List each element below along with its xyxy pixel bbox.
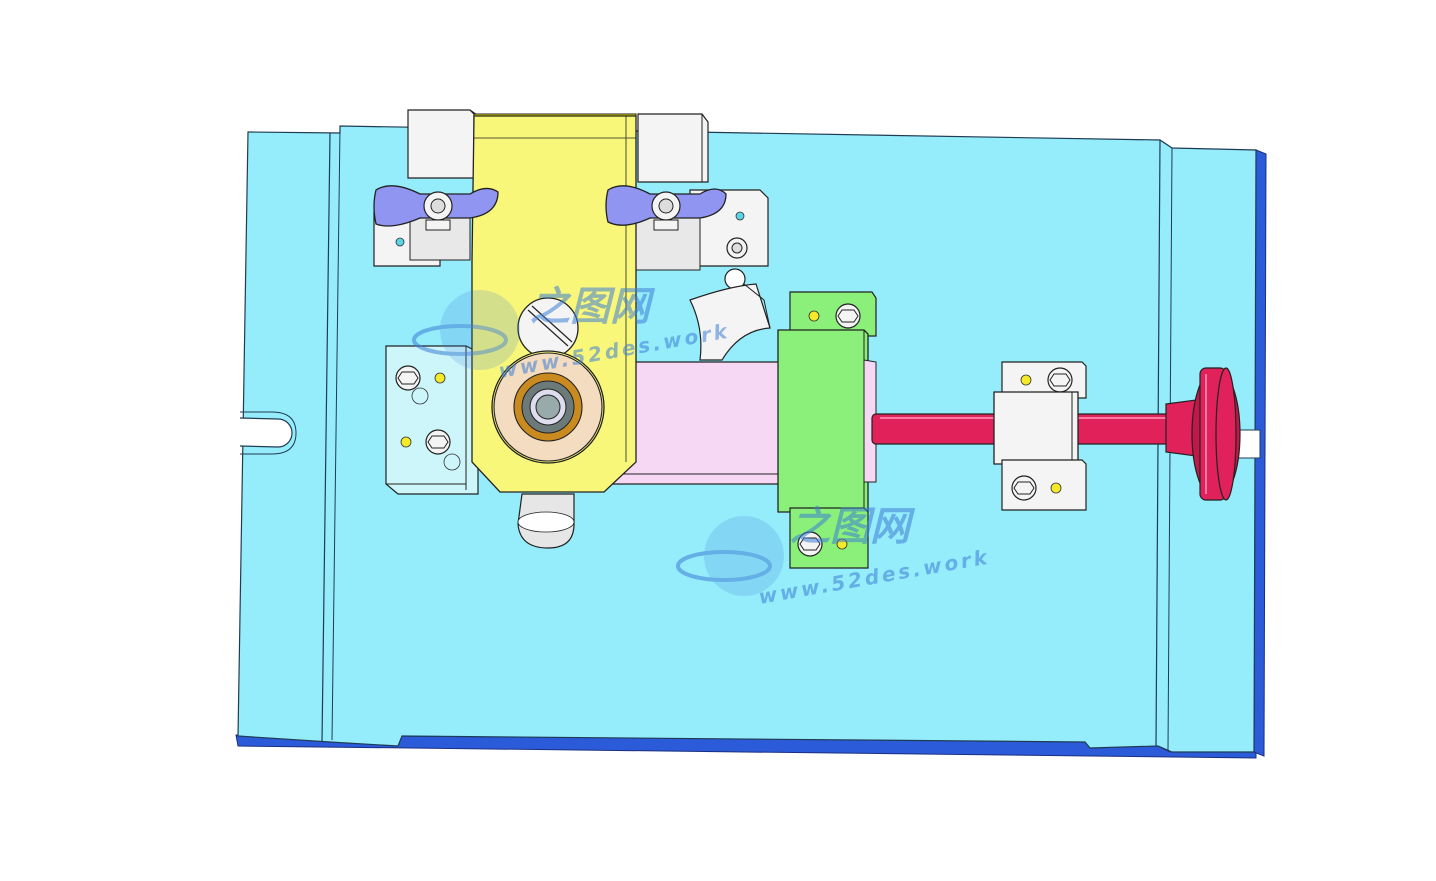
wing-nut-left bbox=[373, 185, 499, 231]
bottom-pin bbox=[517, 493, 575, 549]
green-guide-block bbox=[777, 291, 877, 569]
wing-nut-right bbox=[605, 185, 727, 231]
watermark-logo-text: 之图网 bbox=[790, 504, 916, 550]
yellow-clamp-arm bbox=[471, 113, 637, 493]
rod-support-block bbox=[993, 361, 1087, 511]
top-right-block bbox=[637, 113, 709, 183]
watermark-logo-text: 之图网 bbox=[530, 284, 656, 330]
top-left-block bbox=[407, 109, 477, 179]
watermark-globe-icon bbox=[440, 290, 520, 370]
watermark-globe-icon bbox=[704, 516, 784, 596]
left-locator-block bbox=[385, 345, 479, 495]
red-knob-handle bbox=[1191, 367, 1241, 501]
